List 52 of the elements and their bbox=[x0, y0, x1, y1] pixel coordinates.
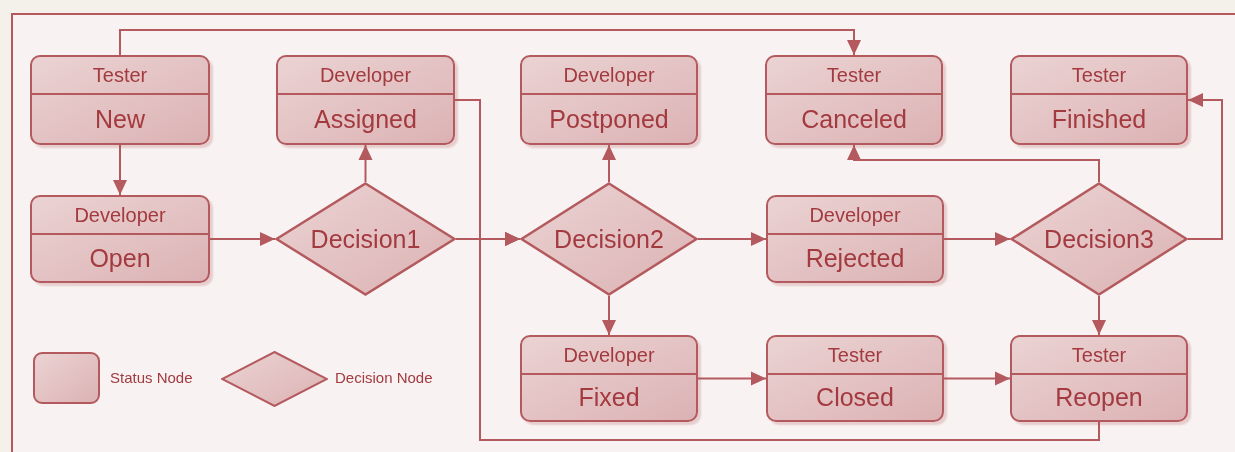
legend-label: Decision Node bbox=[335, 370, 433, 385]
status-label: Reopen bbox=[1055, 385, 1143, 410]
status-box bbox=[520, 55, 698, 145]
legend-label: Status Node bbox=[110, 370, 193, 385]
decision-label: Decision2 bbox=[554, 226, 664, 252]
arrow bbox=[209, 232, 276, 246]
role-label: Developer bbox=[809, 205, 901, 225]
role-label: Tester bbox=[1071, 65, 1127, 85]
role-label: Tester bbox=[1071, 345, 1127, 365]
decision-diamond bbox=[1010, 182, 1188, 296]
status-label: Rejected bbox=[805, 245, 905, 271]
status-label: Canceled bbox=[801, 106, 907, 132]
status-label: Fixed bbox=[578, 385, 640, 410]
arrow bbox=[119, 29, 861, 56]
status-box bbox=[765, 55, 943, 145]
arrow bbox=[358, 144, 373, 183]
arrow bbox=[602, 295, 616, 336]
status-box bbox=[276, 55, 455, 145]
role-label: Developer bbox=[74, 205, 166, 225]
arrow bbox=[943, 371, 1011, 386]
arrow bbox=[113, 144, 127, 196]
role-label: Tester bbox=[827, 345, 883, 365]
arrow bbox=[479, 232, 1100, 441]
decision-label: Decision1 bbox=[310, 226, 421, 252]
arrow bbox=[602, 144, 616, 183]
status-label: Finished bbox=[1051, 106, 1147, 132]
status-label: Postponed bbox=[549, 106, 669, 132]
role-label: Tester bbox=[826, 65, 882, 85]
status-label: Assigned bbox=[314, 106, 417, 132]
arrow bbox=[697, 232, 767, 246]
decision-label: Decision3 bbox=[1044, 226, 1154, 252]
role-label: Tester bbox=[92, 65, 148, 85]
status-box bbox=[520, 335, 698, 422]
status-box bbox=[1010, 55, 1188, 145]
status-box bbox=[30, 55, 210, 145]
role-label: Developer bbox=[563, 65, 655, 85]
status-box bbox=[1010, 335, 1188, 422]
status-box bbox=[30, 195, 210, 283]
decision-diamond bbox=[520, 182, 698, 296]
status-label: Open bbox=[89, 245, 151, 271]
status-label: Closed bbox=[816, 385, 894, 410]
arrow bbox=[1092, 295, 1106, 336]
status-label: New bbox=[95, 106, 145, 132]
arrow bbox=[943, 232, 1011, 246]
status-box bbox=[766, 195, 944, 283]
decision-diamond bbox=[275, 182, 456, 296]
arrow bbox=[847, 144, 1100, 183]
role-label: Developer bbox=[319, 65, 412, 85]
arrow bbox=[1187, 93, 1223, 240]
role-label: Developer bbox=[563, 345, 655, 365]
status-box bbox=[766, 335, 944, 422]
arrow bbox=[697, 371, 767, 386]
